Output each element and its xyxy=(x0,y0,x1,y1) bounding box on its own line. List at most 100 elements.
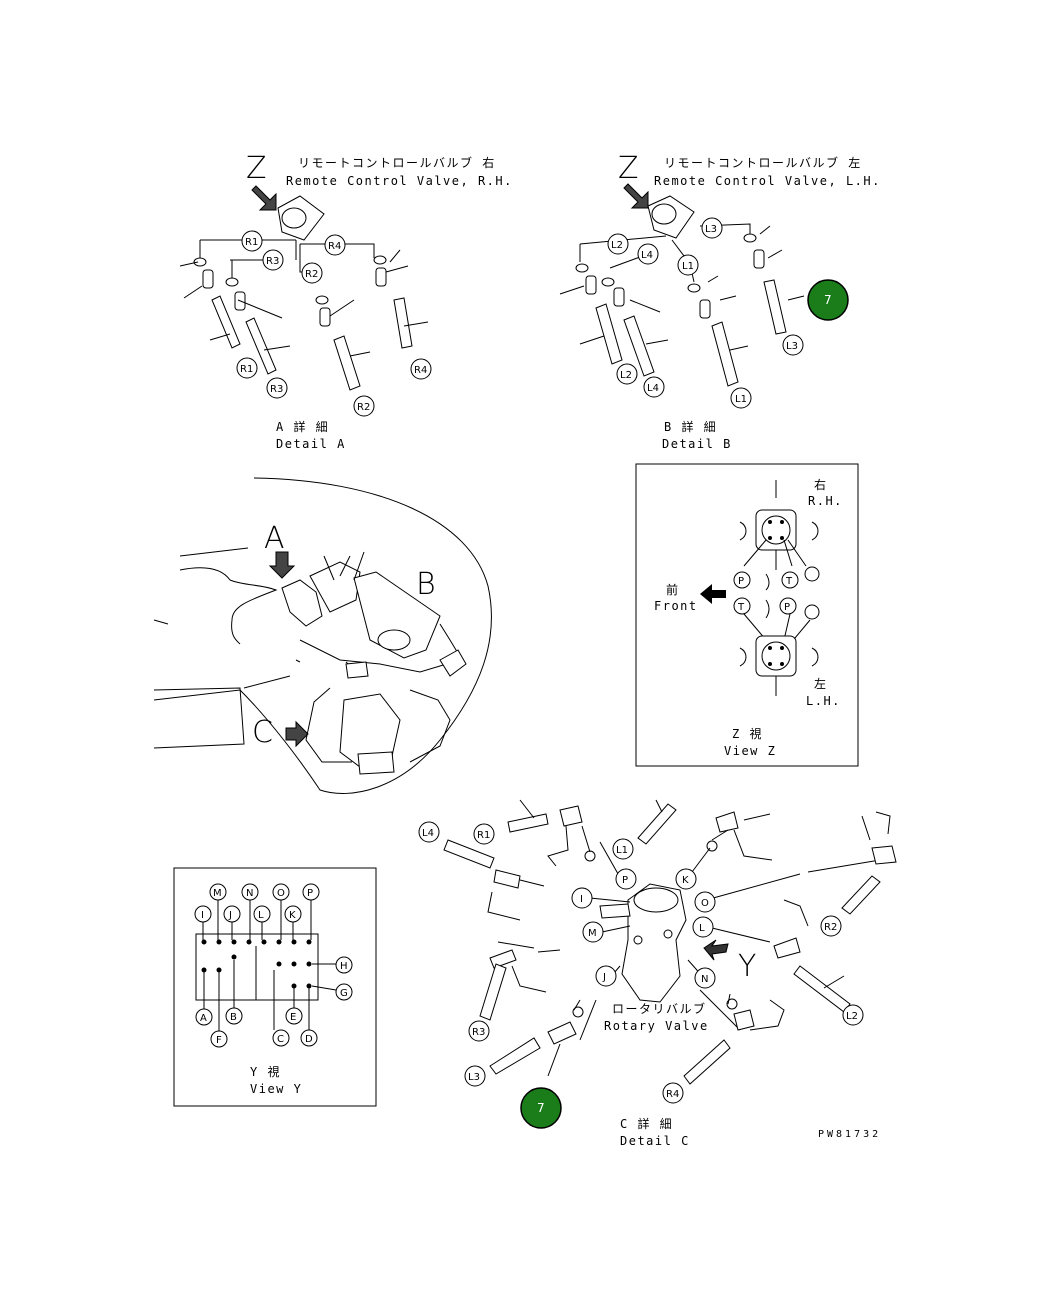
svg-text:L4: L4 xyxy=(641,250,653,261)
detail-c-title-en: Rotary Valve xyxy=(604,1019,709,1033)
svg-text:L2: L2 xyxy=(846,1011,858,1022)
svg-text:L3: L3 xyxy=(705,224,717,235)
view-y: M N O P I J L K H G A B F C E D Y 視 View… xyxy=(173,867,377,1107)
svg-text:T: T xyxy=(785,576,793,587)
svg-text:R2: R2 xyxy=(305,269,318,280)
detail-c-rotary-valve xyxy=(621,883,687,1003)
svg-text:R4: R4 xyxy=(666,1089,679,1100)
svg-text:L1: L1 xyxy=(682,261,694,272)
detail-a-fittings xyxy=(179,249,429,391)
svg-text:R4: R4 xyxy=(328,241,341,252)
view-y-port-dots xyxy=(201,939,312,989)
detail-a-tags: R1 R3 R2 R4 R1 R3 R2 R4 xyxy=(236,230,432,417)
svg-text:R1: R1 xyxy=(245,237,258,248)
view-z-caption-jp: Z 視 xyxy=(732,726,763,741)
detail-b-valve-cap xyxy=(651,203,677,225)
svg-text:T: T xyxy=(737,602,745,613)
svg-text:R3: R3 xyxy=(472,1027,485,1038)
svg-text:L1: L1 xyxy=(616,845,628,856)
detail-a-valve-cap xyxy=(281,207,307,229)
overview-valve-a xyxy=(281,579,323,627)
view-z-lh-en: L.H. xyxy=(806,694,841,708)
view-z-lh-jp: 左 xyxy=(814,676,828,691)
svg-text:K: K xyxy=(682,875,689,886)
overview-arrow-c-icon xyxy=(285,720,309,748)
detail-a-z-mark: Z xyxy=(246,151,267,186)
detail-b-z-mark: Z xyxy=(618,151,639,186)
detail-b: Z リモートコントロールバルブ 左 Remote Control Valve, … xyxy=(559,151,881,451)
view-y-frame xyxy=(173,867,377,1107)
svg-text:H: H xyxy=(340,961,348,972)
view-z-rh-en: R.H. xyxy=(808,494,843,508)
detail-b-caption-jp: B 詳 細 xyxy=(664,419,717,434)
svg-text:R2: R2 xyxy=(357,402,370,413)
svg-text:N: N xyxy=(246,888,253,899)
svg-text:R2: R2 xyxy=(824,922,837,933)
overview-arrow-c-label: C xyxy=(252,715,273,750)
svg-text:P: P xyxy=(738,576,744,587)
svg-text:J: J xyxy=(228,910,232,921)
detail-a-title-en: Remote Control Valve, R.H. xyxy=(286,174,513,188)
svg-text:L4: L4 xyxy=(647,383,659,394)
detail-a-caption-en: Detail A xyxy=(276,437,346,451)
svg-text:P: P xyxy=(784,602,790,613)
detail-a: Z リモートコントロールバルブ 右 Remote Control Valve, … xyxy=(179,151,513,451)
svg-text:R1: R1 xyxy=(477,830,490,841)
view-z-front-arrow-icon xyxy=(700,584,726,604)
overview-arrow-a-label: A xyxy=(264,521,285,556)
svg-text:L4: L4 xyxy=(422,828,434,839)
svg-text:R3: R3 xyxy=(266,256,279,267)
detail-b-title-jp: リモートコントロールバルブ 左 xyxy=(664,155,862,170)
svg-text:N: N xyxy=(701,974,708,985)
view-z-frame xyxy=(635,463,859,767)
svg-text:P: P xyxy=(307,888,313,899)
view-z-front-jp: 前 xyxy=(666,582,680,597)
svg-text:O: O xyxy=(701,898,709,909)
svg-text:I: I xyxy=(580,894,583,905)
svg-text:I: I xyxy=(201,910,204,921)
detail-b-fittings xyxy=(559,225,805,387)
detail-b-arrow-icon xyxy=(623,183,649,209)
detail-a-title-jp: リモートコントロールバルブ 右 xyxy=(298,155,496,170)
svg-text:P: P xyxy=(622,875,628,886)
detail-c-caption-en: Detail C xyxy=(620,1134,690,1148)
detail-c-y-mark: Y xyxy=(738,949,756,984)
svg-text:B: B xyxy=(230,1012,237,1023)
svg-text:M: M xyxy=(588,928,597,939)
overview-arrow-a-icon xyxy=(268,551,296,579)
svg-text:O: O xyxy=(277,888,285,899)
svg-text:L3: L3 xyxy=(468,1072,480,1083)
detail-a-caption-jp: A 詳 細 xyxy=(276,419,329,434)
svg-text:R3: R3 xyxy=(270,384,283,395)
detail-c-badge xyxy=(520,1087,562,1129)
svg-text:C: C xyxy=(277,1034,284,1045)
detail-c-caption-jp: C 詳 細 xyxy=(620,1116,673,1131)
detail-b-tags: L2 L4 L1 L3 L2 L4 L1 L3 xyxy=(607,217,804,409)
detail-b-title-en: Remote Control Valve, L.H. xyxy=(654,174,881,188)
svg-text:M: M xyxy=(213,888,222,899)
svg-text:L3: L3 xyxy=(786,341,798,352)
view-z-front-en: Front xyxy=(654,599,698,613)
svg-text:L: L xyxy=(258,910,264,921)
svg-text:L2: L2 xyxy=(620,370,632,381)
view-y-caption-jp: Y 視 xyxy=(250,1064,281,1079)
svg-text:J: J xyxy=(602,972,606,983)
detail-c-hoses xyxy=(443,799,897,1085)
detail-c: P K I O M L J N Y xyxy=(418,799,897,1148)
drawing-number: PW81732 xyxy=(818,1129,881,1140)
view-z-rh-jp: 右 xyxy=(814,477,828,492)
view-z-caption-en: View Z xyxy=(724,744,776,758)
view-y-caption-en: View Y xyxy=(250,1082,302,1096)
svg-text:G: G xyxy=(340,988,348,999)
svg-text:E: E xyxy=(290,1012,296,1023)
detail-b-badge-text: 7 xyxy=(824,293,832,307)
svg-text:R1: R1 xyxy=(240,364,253,375)
detail-c-badge-text: 7 xyxy=(537,1101,545,1115)
overview-valve-b xyxy=(353,571,441,659)
svg-text:L1: L1 xyxy=(735,394,747,405)
svg-text:A: A xyxy=(200,1013,207,1024)
detail-a-arrow-icon xyxy=(251,185,277,211)
view-z: 右 R.H. P T 前 Front T P 左 L.H. Z 視 View Z xyxy=(635,463,859,767)
svg-text:F: F xyxy=(216,1035,222,1046)
